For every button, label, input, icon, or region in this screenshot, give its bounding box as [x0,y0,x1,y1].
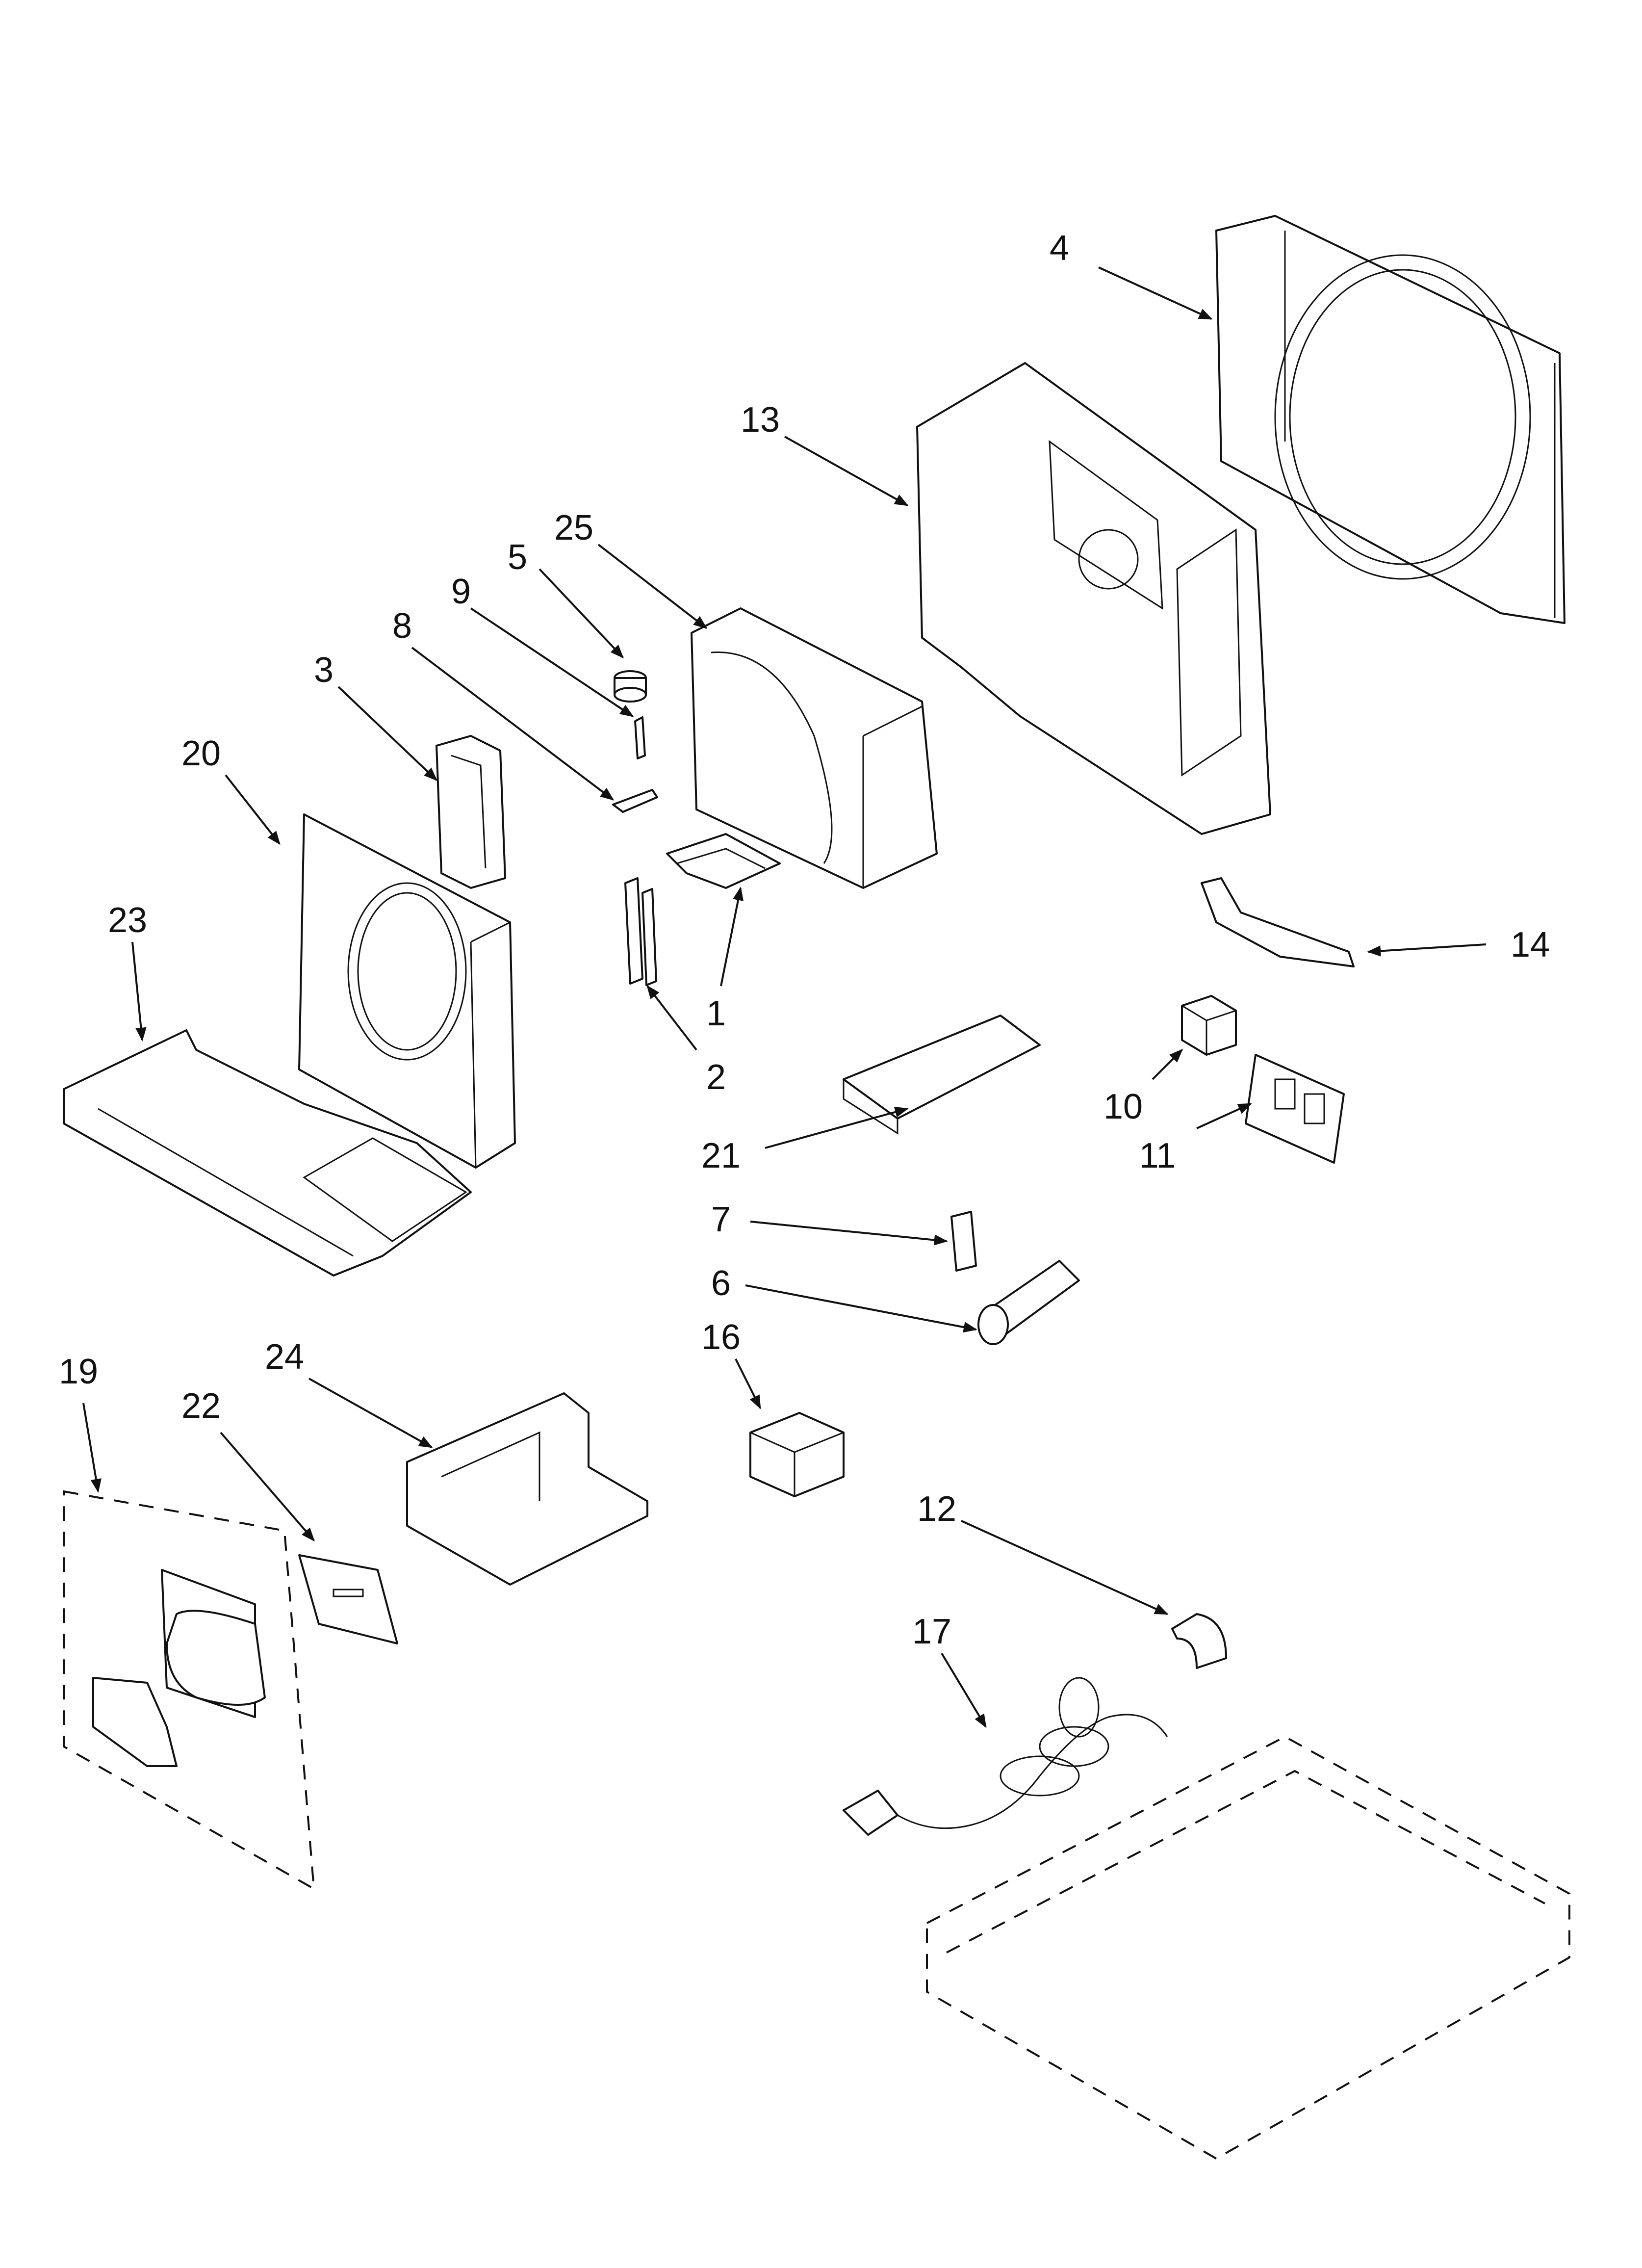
part-7-strap [950,1211,977,1272]
part-14-bracket [1201,877,1355,967]
callout-6: 6 [711,1264,731,1303]
callout-5: 5 [508,538,527,577]
callout-22: 22 [181,1386,221,1426]
part-19-knob-kit [63,1490,315,1891]
callout-8: 8 [392,606,412,646]
callout-1: 1 [706,994,726,1033]
callout-24: 24 [265,1337,304,1377]
part-16-power-cord [843,1677,1168,1836]
callout-labels: 4 13 25 5 9 8 3 20 23 1 2 14 10 11 21 7 … [59,229,1550,1651]
callout-17: 16 [701,1318,741,1357]
part-17-relay [749,1412,845,1497]
part-3-channel-bracket [436,735,506,889]
part-21-tray [843,1015,1041,1135]
callout-3: 3 [314,651,334,690]
callout-16: 17 [912,1612,951,1651]
part-1-base-bracket [666,833,781,889]
callout-25: 25 [554,508,593,547]
callout-13: 13 [741,400,780,440]
part-25-blower-housing [691,607,938,889]
callout-20: 20 [181,734,221,773]
part-23-base-pan [63,1029,472,1277]
leader-lines [82,266,1487,1728]
callout-2: 2 [706,1058,726,1097]
part-22-plate [298,1554,398,1644]
part-20-front-panel [298,813,516,1169]
part-9-clip [634,716,646,759]
part-12-clamp [1171,1613,1227,1669]
part-4-shroud [1215,215,1565,624]
part-5-cap [614,670,647,703]
callout-7: 7 [711,1200,731,1239]
callout-9: 9 [451,572,471,611]
part-13-partition-panel [916,362,1271,835]
part-8-bracket [612,789,658,813]
part-2-strip [624,877,657,986]
part-24-control-bracket [406,1392,648,1586]
callout-12: 12 [917,1489,956,1529]
callout-23: 23 [108,901,147,940]
part-6-capacitor [977,1260,1080,1345]
base-chassis-outline [926,1735,1570,2160]
part-11-control-board [1245,1054,1345,1164]
callout-10: 10 [1103,1087,1143,1126]
callout-21: 21 [701,1136,741,1175]
part-10-transformer [1181,995,1237,1056]
callout-19: 19 [59,1352,98,1391]
callout-4: 4 [1050,229,1069,268]
callout-11: 11 [1139,1136,1176,1175]
callout-14: 14 [1511,925,1550,965]
